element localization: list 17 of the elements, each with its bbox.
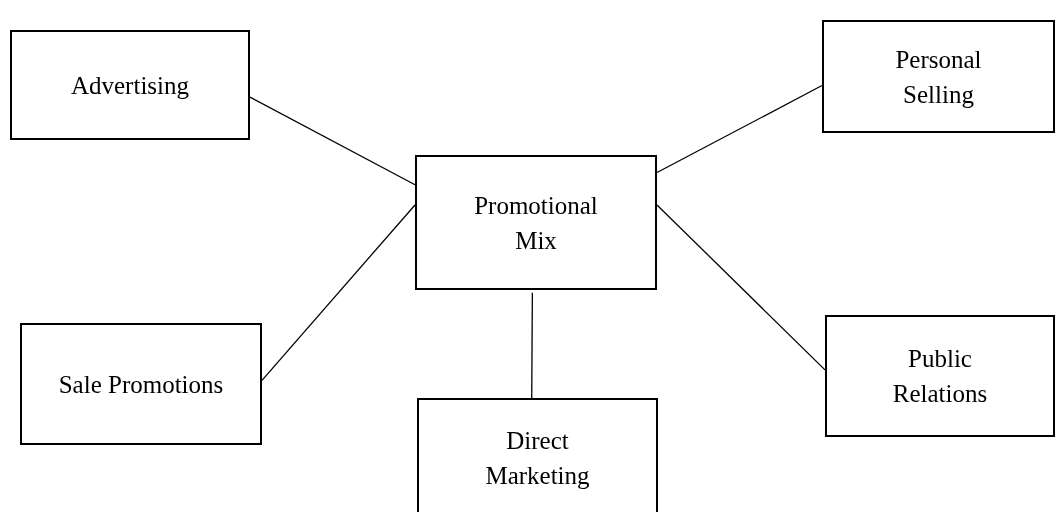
connector-line xyxy=(531,292,533,399)
concept-box xyxy=(825,315,1055,437)
box-label: Personal Selling xyxy=(894,44,983,110)
concept-box xyxy=(10,30,250,140)
box-label: Promotional Mix xyxy=(473,190,599,256)
connector-line xyxy=(261,204,416,381)
box-label: Direct Marketing xyxy=(484,426,591,491)
concept-box xyxy=(417,398,658,512)
box-label: Sale Promotions xyxy=(58,369,224,400)
box-label: Advertising xyxy=(70,70,189,101)
connector-line xyxy=(249,96,416,186)
concept-box xyxy=(822,20,1055,133)
concept-box xyxy=(415,155,657,290)
concept-box xyxy=(20,323,262,445)
connector-line xyxy=(656,204,826,371)
connector-line xyxy=(656,84,823,174)
box-label: Public Relations xyxy=(891,344,989,409)
